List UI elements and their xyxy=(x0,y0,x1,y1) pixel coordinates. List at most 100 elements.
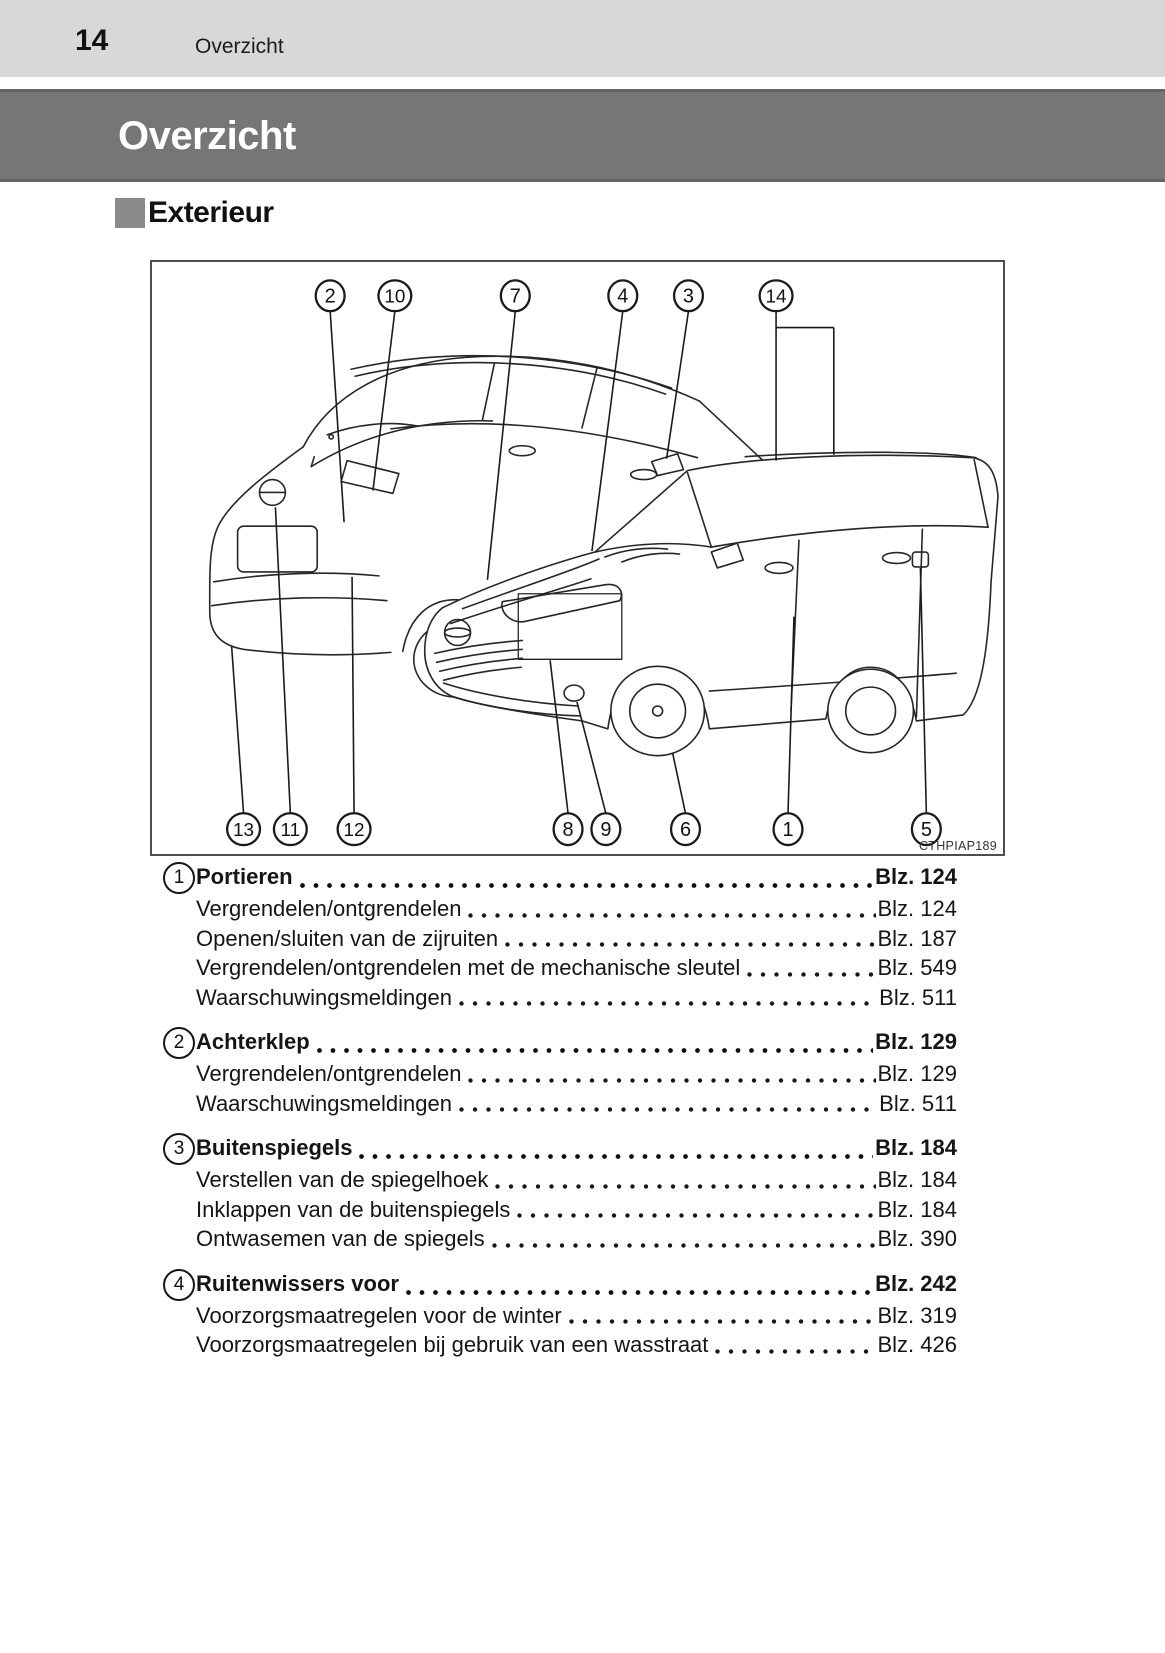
toc-sub-label: Ontwasemen van de spiegels xyxy=(196,1226,485,1251)
toc-sub-row: Voorzorgsmaatregelen voor de winter Blz. … xyxy=(196,1301,957,1331)
page-ref: Blz. 184 xyxy=(875,1135,957,1160)
toc-sub-row: Voorzorgsmaatregelen bij gebruik van een… xyxy=(196,1330,957,1360)
page-ref: Blz. 184 xyxy=(877,1196,958,1222)
callout-1: 1 xyxy=(772,812,804,847)
toc-sub-row: Openen/sluiten van de zijruiten Blz. 187 xyxy=(196,924,957,954)
section-title: Exterieur xyxy=(148,196,274,229)
item-number: 4 xyxy=(173,1273,185,1295)
svg-text:5: 5 xyxy=(921,819,932,841)
toc-item-ruitenwissers: 4 Ruitenwissers voor Blz. 242 Voorzorgsm… xyxy=(163,1267,957,1360)
callout-6: 6 xyxy=(669,812,702,847)
section-bullet-square xyxy=(115,198,145,228)
exterior-diagram-frame: 2 10 7 4 3 14 13 11 12 8 9 6 1 5 CTHPIAP… xyxy=(150,260,1005,856)
leader-lines xyxy=(230,311,928,814)
dot-leader xyxy=(495,1183,876,1189)
callout-8: 8 xyxy=(552,812,584,847)
toc-sub-label: Vergrendelen/ontgrendelen xyxy=(196,896,462,921)
page-ref: Blz. 390 xyxy=(877,1226,958,1251)
svg-text:2: 2 xyxy=(325,286,336,308)
dot-leader xyxy=(505,942,876,947)
svg-text:7: 7 xyxy=(510,286,521,308)
page-ref: Blz. 124 xyxy=(875,864,957,889)
toc-item-buitenspiegels: 3 Buitenspiegels Blz. 184 Verstellen van… xyxy=(163,1131,957,1254)
toc-title: Achterklep xyxy=(196,1029,310,1054)
toc-sub-label: Waarschuwingsmeldingen xyxy=(196,1090,452,1116)
page-ref: Blz. 184 xyxy=(877,1167,958,1192)
item-number-badge: 1 xyxy=(163,862,195,894)
svg-text:4: 4 xyxy=(617,286,628,308)
dot-leader xyxy=(468,912,876,918)
page-ref: Blz. 511 xyxy=(879,984,957,1010)
callout-11: 11 xyxy=(272,812,308,847)
toc-sub-row: Vergrendelen/ontgrendelen met de mechani… xyxy=(196,953,957,983)
toc-title-row: Ruitenwissers voor Blz. 242 xyxy=(196,1267,957,1301)
page-number: 14 xyxy=(75,24,109,57)
dot-leader xyxy=(359,1154,874,1159)
page-ref: Blz. 187 xyxy=(877,925,958,951)
callout-14-bracket xyxy=(775,311,834,329)
front-car-drawing xyxy=(423,451,999,757)
dot-leader xyxy=(468,1077,876,1083)
dot-leader xyxy=(568,1319,876,1324)
svg-text:6: 6 xyxy=(680,819,691,841)
dot-leader xyxy=(316,1048,874,1053)
toc-sub-label: Inklappen van de buitenspiegels xyxy=(196,1196,511,1222)
svg-text:11: 11 xyxy=(281,820,301,841)
svg-text:13: 13 xyxy=(233,820,254,841)
headlight-annotation-box xyxy=(517,593,623,660)
toc-sub-label: Voorzorgsmaatregelen bij gebruik van een… xyxy=(196,1332,709,1357)
callout-circles: 2 10 7 4 3 14 13 11 12 8 9 6 1 5 xyxy=(226,279,942,847)
toc-sub-row: Waarschuwingsmeldingen Blz. 511 xyxy=(196,1089,957,1119)
svg-text:12: 12 xyxy=(344,820,365,841)
dot-leader xyxy=(517,1213,876,1218)
svg-text:8: 8 xyxy=(563,819,574,841)
page-ref: Blz. 124 xyxy=(877,896,958,921)
exterior-diagram: 2 10 7 4 3 14 13 11 12 8 9 6 1 5 xyxy=(208,279,999,847)
dot-leader xyxy=(491,1242,876,1248)
page-ref: Blz. 319 xyxy=(877,1302,958,1328)
toc-title: Buitenspiegels xyxy=(196,1135,353,1160)
toc-title: Ruitenwissers voor xyxy=(196,1270,399,1296)
dot-leader xyxy=(458,1107,878,1112)
callout-9: 9 xyxy=(590,812,622,847)
callout-12: 12 xyxy=(336,812,372,847)
dot-leader xyxy=(747,971,876,977)
svg-text:14: 14 xyxy=(766,287,787,308)
dot-leader xyxy=(458,1001,878,1006)
page-ref: Blz. 549 xyxy=(877,955,958,980)
page-ref: Blz. 242 xyxy=(875,1270,957,1296)
toc-item-achterklep: 2 Achterklep Blz. 129 Vergrendelen/ontgr… xyxy=(163,1025,957,1118)
toc-sub-label: Openen/sluiten van de zijruiten xyxy=(196,925,499,951)
toc-sub-row: Ontwasemen van de spiegels Blz. 390 xyxy=(196,1224,957,1254)
toc-title-row: Buitenspiegels Blz. 184 xyxy=(196,1131,957,1165)
toc-sub-row: Inklappen van de buitenspiegels Blz. 184 xyxy=(196,1195,957,1225)
callout-2: 2 xyxy=(314,279,346,313)
svg-text:1: 1 xyxy=(782,819,793,841)
page-ref: Blz. 129 xyxy=(875,1029,957,1054)
toc-sub-row: Vergrendelen/ontgrendelen Blz. 124 xyxy=(196,894,957,924)
callout-14: 14 xyxy=(758,279,794,313)
chapter-title: Overzicht xyxy=(118,114,296,158)
chapter-banner: Overzicht xyxy=(0,89,1165,182)
toc-sub-label: Voorzorgsmaatregelen voor de winter xyxy=(196,1302,562,1328)
callout-10: 10 xyxy=(377,279,413,313)
toc-title-row: Achterklep Blz. 129 xyxy=(196,1025,957,1059)
toc-list: 1 Portieren Blz. 124 Vergrendelen/ontgre… xyxy=(163,860,957,1360)
svg-text:3: 3 xyxy=(683,286,694,308)
item-number-badge: 4 xyxy=(163,1268,195,1301)
running-header-bar: 14 Overzicht xyxy=(0,0,1165,77)
item-number: 3 xyxy=(173,1138,185,1159)
callout-13: 13 xyxy=(226,812,262,847)
page-ref: Blz. 129 xyxy=(877,1061,958,1086)
page-ref: Blz. 511 xyxy=(879,1090,957,1116)
dot-leader xyxy=(299,883,874,888)
dot-leader xyxy=(405,1289,874,1295)
svg-text:9: 9 xyxy=(600,819,611,841)
item-number-badge: 2 xyxy=(163,1027,195,1059)
figure-code: CTHPIAP189 xyxy=(918,839,997,853)
callout-4: 4 xyxy=(607,279,639,313)
